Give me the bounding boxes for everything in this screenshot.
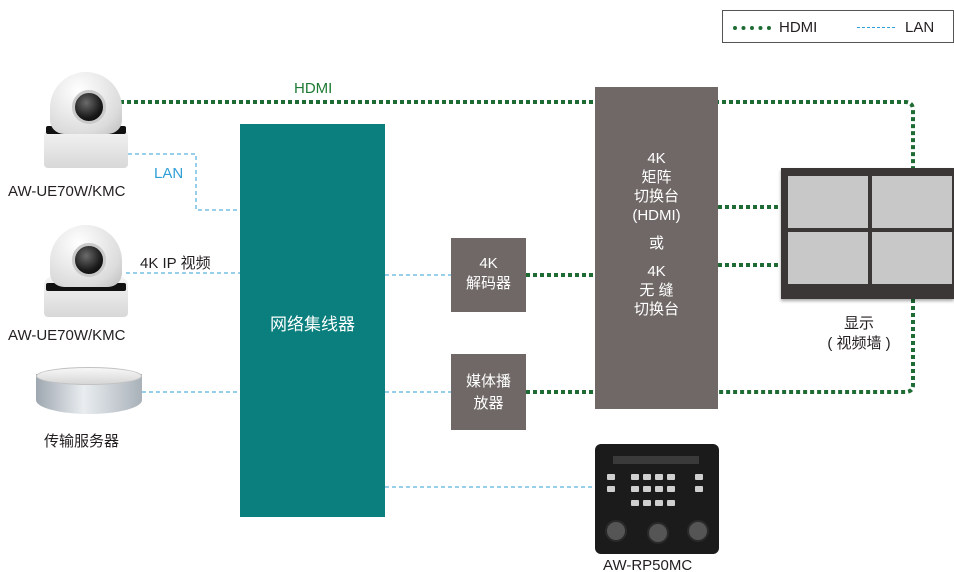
- switcher-line2: 矩阵: [641, 169, 672, 186]
- controller-key: [631, 474, 639, 480]
- controller-key: [655, 486, 663, 492]
- camera-2: [44, 225, 128, 317]
- controller-display: [613, 456, 699, 464]
- hdmi-line-camera-to-wall: [120, 100, 915, 168]
- server-label: 传输服务器: [44, 433, 120, 450]
- camera-1-head: [50, 72, 122, 134]
- media-player-box: 媒体播 放器: [451, 354, 526, 430]
- ip-video-label: 4K IP 视频: [140, 255, 211, 272]
- controller-key: [695, 486, 703, 492]
- legend-hdmi-label: HDMI: [779, 19, 818, 36]
- controller-knob: [687, 520, 709, 542]
- camera-1-base: [44, 128, 128, 168]
- controller-key: [667, 474, 675, 480]
- hdmi-line-wall-to-switcher-bottom: [718, 299, 915, 394]
- controller-key: [655, 500, 663, 506]
- camera-1-model-label: AW-UE70W/KMC: [8, 183, 126, 200]
- camera-2-model-label: AW-UE70W/KMC: [8, 327, 126, 344]
- network-hub: 网络集线器: [240, 124, 385, 517]
- camera-2-ring: [46, 283, 126, 291]
- controller-knob: [605, 520, 627, 542]
- display-label-line1: 显示: [843, 315, 874, 332]
- switcher-line8: 切换台: [633, 301, 679, 318]
- switcher-line6: 4K: [647, 263, 666, 280]
- remote-controller: [595, 444, 719, 554]
- video-wall: [781, 168, 954, 299]
- server-top: [36, 367, 142, 385]
- switcher-box: 4K 矩阵 切换台 (HDMI) 或 4K 无 缝 切换台: [595, 87, 718, 409]
- video-wall-screen: [872, 176, 952, 228]
- switcher-line3: 切换台: [633, 188, 679, 205]
- network-hub-label: 网络集线器: [270, 315, 355, 334]
- media-player-line1: 媒体播: [465, 373, 511, 390]
- controller-key: [643, 474, 651, 480]
- camera-2-lens: [72, 243, 106, 277]
- switcher-line5: 或: [648, 235, 664, 252]
- controller-model-label: AW-RP50MC: [603, 557, 693, 572]
- controller-key: [643, 486, 651, 492]
- controller-key: [631, 500, 639, 506]
- media-player-line2: 放器: [473, 395, 504, 412]
- video-wall-screen: [872, 232, 952, 284]
- legend: HDMI LAN: [722, 10, 954, 43]
- decoder-line1: 4K: [479, 255, 498, 272]
- legend-lan-swatch: [857, 27, 895, 28]
- controller-key: [631, 486, 639, 492]
- decoder-line2: 解码器: [465, 275, 511, 292]
- legend-hdmi-swatch: [733, 26, 771, 30]
- controller-key: [667, 500, 675, 506]
- controller-key: [667, 486, 675, 492]
- video-wall-screen: [788, 232, 868, 284]
- camera-1-lens: [72, 90, 106, 124]
- camera-2-head: [50, 225, 122, 287]
- switcher-line4: (HDMI): [632, 207, 681, 224]
- switcher-line7: 无 缝: [639, 282, 674, 299]
- controller-key: [643, 500, 651, 506]
- decoder-box: 4K 解码器: [451, 238, 526, 312]
- lan-line-label: LAN: [154, 165, 184, 182]
- lan-line-camera1-to-hub: [128, 153, 240, 211]
- controller-key: [607, 474, 615, 480]
- controller-key: [607, 486, 615, 492]
- video-wall-screen: [788, 176, 868, 228]
- hdmi-line-label: HDMI: [294, 80, 333, 97]
- legend-lan-label: LAN: [905, 19, 935, 36]
- display-label-line2: ( 视频墙 ): [827, 335, 891, 352]
- controller-key: [655, 474, 663, 480]
- controller-joystick: [647, 522, 669, 544]
- switcher-line1: 4K: [647, 150, 666, 167]
- camera-1: [44, 72, 128, 168]
- controller-key: [695, 474, 703, 480]
